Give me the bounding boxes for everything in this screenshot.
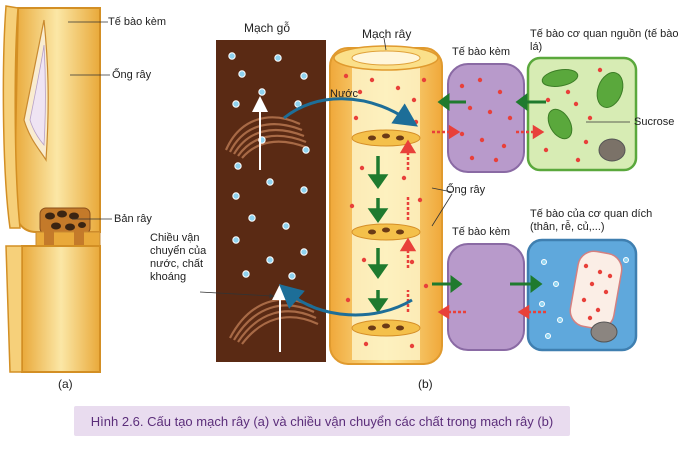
label-sieve-tube-b: Ống rây [446, 184, 486, 196]
source-cell [526, 56, 638, 172]
label-companion-cell-a: Tế bào kèm [108, 16, 167, 28]
panel-a-drawing [2, 5, 112, 373]
transfer-arrows [432, 93, 546, 320]
label-source-cell: Tế bào cơ quan nguồn (tế bào lá) [530, 28, 679, 53]
label-phloem: Mạch rây [362, 27, 412, 41]
label-panel-b: (b) [418, 377, 433, 391]
label-sieve-plate: Bản rây [114, 213, 152, 225]
label-companion-cell-top: Tế bào kèm [452, 46, 511, 58]
companion-cell-bottom [447, 243, 525, 351]
companion-cell-top [447, 63, 525, 173]
label-transport-direction: Chiều vận chuyển của nước, chất khoáng [150, 232, 207, 283]
label-panel-a: (a) [58, 377, 73, 391]
water-arrow-top [283, 97, 418, 127]
label-sieve-tube-a: Ống rây [112, 69, 152, 81]
label-water: Nước [330, 88, 359, 100]
water-arrow-bottom [278, 284, 413, 317]
label-sink-cell: Tế bào của cơ quan dích (thân, rễ, củ,..… [530, 208, 653, 233]
xylem-vessel [216, 40, 326, 362]
sink-cell [526, 238, 638, 352]
label-xylem: Mạch gỗ [244, 21, 291, 35]
figure-caption: Hình 2.6. Cấu tạo mạch rây (a) và chiều … [74, 406, 570, 436]
companion-cell-a [2, 5, 21, 229]
sieve-tube-lower [21, 245, 101, 373]
label-sucrose: Sucrose [634, 116, 675, 128]
label-companion-cell-bottom: Tế bào kèm [452, 226, 511, 238]
